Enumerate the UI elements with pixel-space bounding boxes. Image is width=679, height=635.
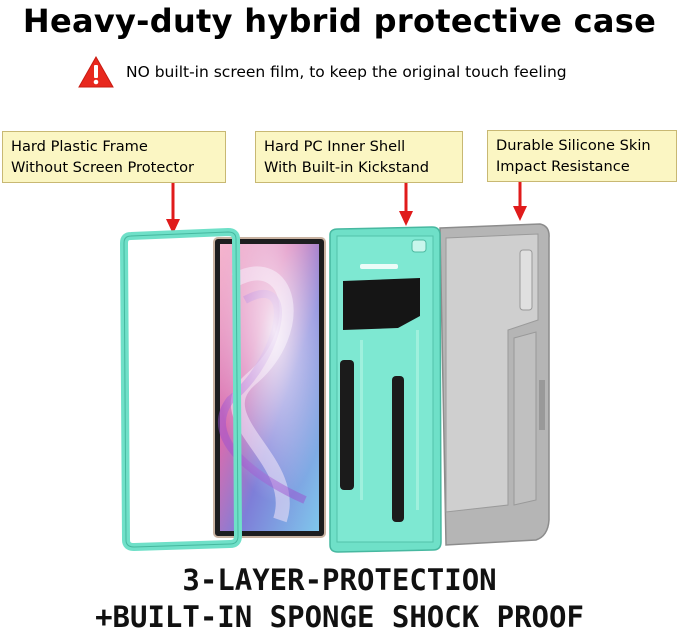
callout-inner-shell-line1: Hard PC Inner Shell (264, 138, 406, 155)
arrow-down-icon (166, 183, 180, 234)
callout-inner-shell: Hard PC Inner Shell With Built-in Kickst… (255, 131, 463, 183)
warning-text: NO built-in screen film, to keep the ori… (126, 63, 567, 81)
callout-frame-line2: Without Screen Protector (11, 159, 195, 176)
warning-row: NO built-in screen film, to keep the ori… (78, 56, 567, 88)
bottom-heading-line2: +BUILT-IN SPONGE SHOCK PROOF (95, 600, 584, 634)
callout-inner-shell-line2: With Built-in Kickstand (264, 159, 429, 176)
page-title: Heavy-duty hybrid protective case (22, 2, 657, 40)
arrow-down-icon (513, 182, 527, 221)
callout-frame: Hard Plastic Frame Without Screen Protec… (2, 131, 226, 183)
callout-silicone-skin: Durable Silicone Skin Impact Resistance (487, 130, 677, 182)
bottom-heading-line1: 3-LAYER-PROTECTION (182, 563, 497, 597)
silicone-skin-layer (439, 223, 550, 546)
arrow-down-icon (399, 183, 413, 226)
tablet-image (213, 237, 326, 538)
warning-triangle-icon (78, 56, 114, 88)
callout-silicone-skin-line2: Impact Resistance (496, 158, 630, 175)
inner-shell-layer (329, 226, 442, 553)
plastic-frame-layer (119, 227, 243, 552)
callout-frame-line1: Hard Plastic Frame (11, 138, 148, 155)
callout-silicone-skin-line1: Durable Silicone Skin (496, 137, 651, 154)
